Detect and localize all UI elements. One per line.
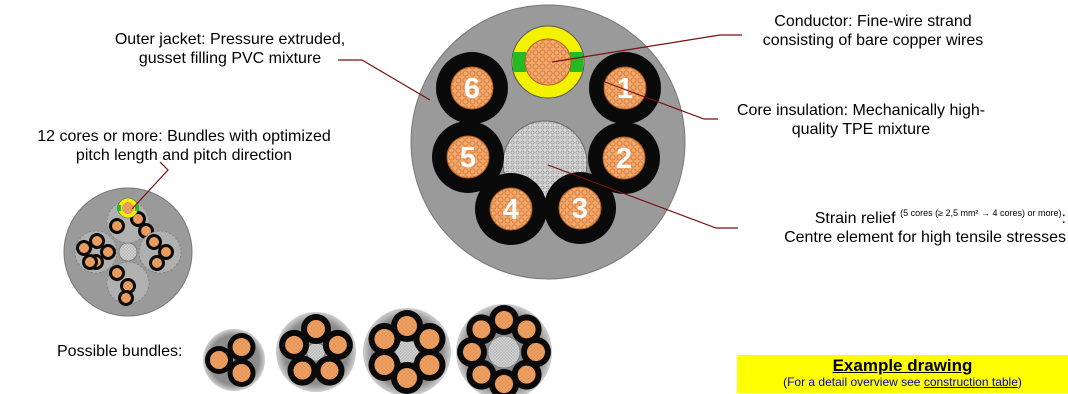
bundle-core-conductor: [495, 311, 513, 329]
example-note-prefix: (For a detail overview see: [783, 375, 924, 389]
bundle-core-conductor: [141, 226, 151, 236]
outer-jacket-label-line2: gusset filling PVC mixture: [138, 50, 322, 67]
bundle-group-2: [138, 230, 182, 274]
bundle-core-conductor: [472, 365, 491, 384]
bundle-core-conductor: [463, 343, 481, 361]
bundle-core-conductor: [285, 335, 304, 354]
core-number: 6: [464, 73, 480, 105]
possible-bundle-6-cores: [363, 308, 451, 394]
core-insulation-label: Core insulation: Mechanically high- qual…: [700, 101, 1022, 139]
bundle-core-conductor: [320, 361, 339, 380]
main-cable: 1 23 45 6: [410, 4, 686, 280]
bundle-core-conductor: [112, 221, 122, 231]
core-1: 1: [589, 52, 661, 124]
leader-insulation: [604, 81, 718, 120]
bundle-core-conductor: [293, 361, 312, 380]
bundle-groups: [74, 200, 182, 306]
core-2: 2: [588, 122, 660, 194]
bundle-core-conductor: [374, 329, 395, 349]
possible-bundles-row: [203, 304, 552, 394]
core-number: 3: [572, 193, 588, 225]
cores12-label-line2: pitch length and pitch direction: [75, 147, 293, 164]
bundle-core-conductor: [419, 329, 440, 349]
bundle-core-conductor: [495, 375, 513, 393]
bundles-12-cores-label: 12 cores or more: Bundles with optimized…: [0, 127, 368, 165]
strain-label-main: Strain relief: [814, 210, 901, 227]
possible-bundle-5-cores: [276, 312, 356, 392]
core-6: 6: [436, 52, 508, 124]
core-conductor: [558, 186, 602, 230]
leader-cores12: [131, 161, 169, 210]
possible-bundle-3-cores: [203, 329, 265, 391]
bundle-core-conductor: [307, 320, 325, 338]
bundle-core-conductor: [161, 247, 171, 257]
earth-core: [511, 25, 585, 99]
conductor-label: Conductor: Fine-wire strand consisting o…: [718, 12, 1028, 50]
core-conductor: [450, 66, 494, 110]
core-number: 4: [503, 194, 519, 226]
conductor-label-line1: Conductor: Fine-wire strand: [774, 13, 972, 30]
core-conductor: [489, 187, 533, 231]
bundle-core-conductor: [517, 320, 536, 339]
example-note-suffix: ): [1017, 375, 1022, 389]
core-4: 4: [475, 173, 547, 245]
bundle-core-conductor: [112, 268, 122, 278]
bundle-core-conductor: [397, 368, 417, 388]
example-drawing-note: (For a detail overview see construction …: [737, 375, 1068, 389]
bundle-core-conductor: [103, 247, 113, 257]
bundle-core-conductor: [152, 258, 162, 268]
leader-strain: [547, 164, 738, 229]
bundle-core-conductor: [527, 343, 545, 361]
example-drawing-title: Example drawing: [832, 356, 973, 375]
bundle-core-conductor: [210, 351, 228, 369]
bundle-core-conductor: [232, 363, 251, 382]
bundle-core-conductor: [123, 281, 133, 291]
bundle-core-conductor: [79, 243, 89, 253]
possible-bundles-label: Possible bundles:: [57, 343, 183, 360]
numbered-cores: 1 23 45 6: [432, 52, 661, 245]
core-conductor: [603, 66, 647, 110]
bundle-core-conductor: [472, 320, 491, 339]
outer-jacket-label: Outer jacket: Pressure extruded, gusset …: [70, 30, 390, 68]
bundle-core-conductor: [517, 365, 536, 384]
core-3: 3: [544, 172, 616, 244]
bundled-cable: [63, 187, 193, 317]
strain-label-line2: Centre element for high tensile stresses: [784, 229, 1066, 246]
leader-conductor: [551, 34, 742, 63]
bundle-core-conductor: [328, 335, 347, 354]
core-conductor: [446, 135, 490, 179]
possible-bundle-8-cores: [456, 304, 552, 394]
core-5: 5: [432, 121, 504, 193]
strain-label-colon: :: [1061, 210, 1066, 227]
bundle-core-conductor: [232, 338, 251, 357]
bundle-core-conductor: [85, 257, 95, 267]
core-number: 2: [616, 143, 632, 175]
bundle-core-conductor: [419, 355, 440, 375]
strain-relief-label: Strain relief (5 cores (≥ 2,5 mm² → 4 co…: [706, 209, 1066, 247]
construction-table-link[interactable]: construction table: [923, 375, 1018, 389]
outer-jacket-label-line1: Outer jacket: Pressure extruded,: [114, 31, 346, 48]
bundle-core-conductor: [133, 214, 143, 224]
leader-lines: [131, 34, 742, 229]
bundled-earth-core: [117, 197, 139, 219]
bundle-core-conductor: [374, 355, 395, 375]
bundle-core-conductor: [149, 237, 159, 247]
example-drawing-banner: Example drawing (For a detail overview s…: [737, 355, 1068, 393]
cores12-label-line1: 12 cores or more: Bundles with optimized: [37, 128, 331, 145]
bundle-core-conductor: [121, 293, 131, 303]
core-number: 5: [460, 142, 476, 174]
strain-label-superscript: (5 cores (≥ 2,5 mm² → 4 cores) or more): [900, 208, 1062, 218]
strain-label-line1: Strain relief (5 cores (≥ 2,5 mm² → 4 co…: [706, 209, 1066, 228]
insulation-label-line2: quality TPE mixture: [791, 121, 931, 138]
bundle-core-conductor: [397, 316, 417, 336]
leader-outer-jacket: [338, 59, 431, 101]
bundle-group-3: [106, 261, 150, 306]
bundle-core-conductor: [92, 236, 102, 246]
earth-conductor: [524, 38, 572, 86]
insulation-label-line1: Core insulation: Mechanically high-: [736, 102, 986, 119]
core-conductor: [602, 136, 646, 180]
conductor-label-line2: consisting of bare copper wires: [762, 32, 984, 49]
